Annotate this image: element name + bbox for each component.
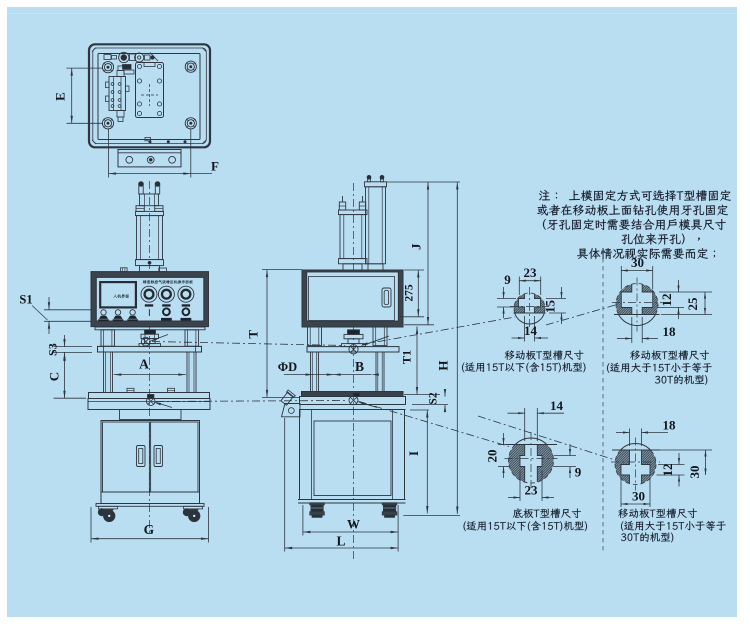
svg-text:ΦD: ΦD (278, 360, 297, 374)
svg-text:B: B (355, 359, 364, 374)
svg-text:14: 14 (524, 323, 538, 338)
svg-text:9: 9 (575, 465, 582, 480)
svg-text:23: 23 (525, 483, 539, 498)
svg-text:12: 12 (659, 294, 674, 307)
svg-text:F: F (211, 159, 219, 174)
svg-text:30: 30 (687, 466, 702, 479)
svg-text:W: W (347, 517, 360, 532)
svg-text:20: 20 (485, 450, 500, 463)
svg-text:A: A (139, 357, 149, 372)
svg-text:S1: S1 (19, 293, 32, 307)
svg-text:275: 275 (404, 284, 416, 302)
svg-text:J: J (408, 243, 423, 250)
svg-text:T: T (246, 330, 261, 339)
svg-text:23: 23 (524, 265, 538, 280)
svg-text:H: H (436, 360, 451, 370)
svg-text:30: 30 (631, 255, 644, 270)
svg-text:C: C (47, 372, 62, 381)
svg-text:18: 18 (663, 418, 677, 433)
svg-text:12: 12 (660, 464, 675, 477)
svg-text:25: 25 (685, 297, 700, 311)
svg-text:S2: S2 (428, 392, 440, 404)
svg-text:T1: T1 (400, 350, 414, 364)
svg-text:E: E (53, 92, 68, 101)
svg-text:30: 30 (632, 489, 645, 504)
svg-text:L: L (336, 534, 345, 549)
svg-text:9: 9 (504, 272, 511, 287)
svg-text:14: 14 (550, 398, 564, 413)
svg-text:15: 15 (543, 300, 558, 314)
svg-text:G: G (144, 522, 155, 537)
svg-text:I: I (406, 451, 421, 456)
svg-text:18: 18 (663, 324, 677, 339)
svg-text:S3: S3 (46, 343, 60, 356)
